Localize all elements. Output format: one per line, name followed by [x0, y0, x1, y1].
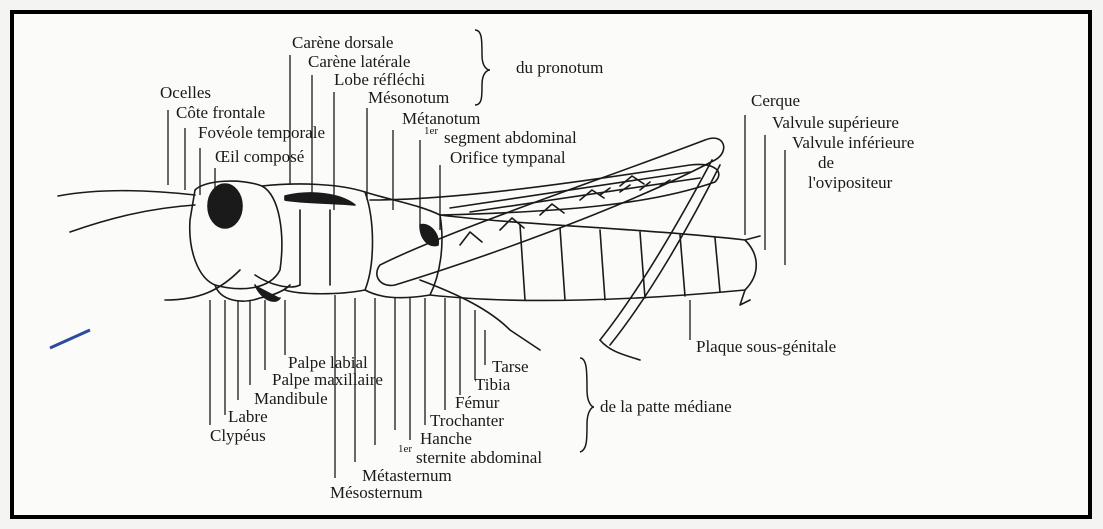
label-segment-abdominal: segment abdominal [444, 128, 577, 147]
label-ovipositeur: l'ovipositeur [808, 173, 893, 192]
label-sternite-abdominal: sternite abdominal [416, 448, 542, 467]
label-cerque: Cerque [751, 91, 800, 110]
label-carene-dorsale: Carène dorsale [292, 33, 393, 52]
label-ocelles: Ocelles [160, 83, 211, 102]
label-foveole-temporale: Fovéole temporale [198, 123, 325, 142]
label-patte-mediane: de la patte médiane [600, 397, 732, 416]
label-femur: Fémur [455, 393, 500, 412]
label-palpe-maxillaire: Palpe maxillaire [272, 370, 383, 389]
label-orifice-tympanal: Orifice tympanal [450, 148, 566, 167]
label-carene-laterale: Carène latérale [308, 52, 410, 71]
label-tarse: Tarse [492, 357, 529, 376]
label-tibia: Tibia [475, 375, 511, 394]
label-mesosternum: Mésosternum [330, 483, 423, 502]
label-oeil-compose: Œil composé [215, 147, 304, 166]
label-mesonotum: Mésonotum [368, 88, 449, 107]
label-clypeus: Clypéus [210, 426, 266, 445]
label-metanotum: Métanotum [402, 109, 480, 128]
label-trochanter: Trochanter [430, 411, 504, 430]
label-segment-sup: 1er [424, 125, 438, 137]
label-valvule-inferieure: Valvule inférieure [792, 133, 914, 152]
label-mandibule: Mandibule [254, 389, 328, 408]
label-du-pronotum: du pronotum [516, 58, 603, 77]
label-labre: Labre [228, 407, 268, 426]
label-lobe-reflechi: Lobe réfléchi [334, 70, 425, 89]
label-valvule-superieure: Valvule supérieure [772, 113, 899, 132]
label-hanche: Hanche [420, 429, 472, 448]
label-de: de [818, 153, 834, 172]
label-sternite-sup: 1er [398, 443, 412, 455]
label-cote-frontale: Côte frontale [176, 103, 265, 122]
label-plaque-sous-genitale: Plaque sous-génitale [696, 337, 836, 356]
compound-eye [208, 184, 242, 228]
